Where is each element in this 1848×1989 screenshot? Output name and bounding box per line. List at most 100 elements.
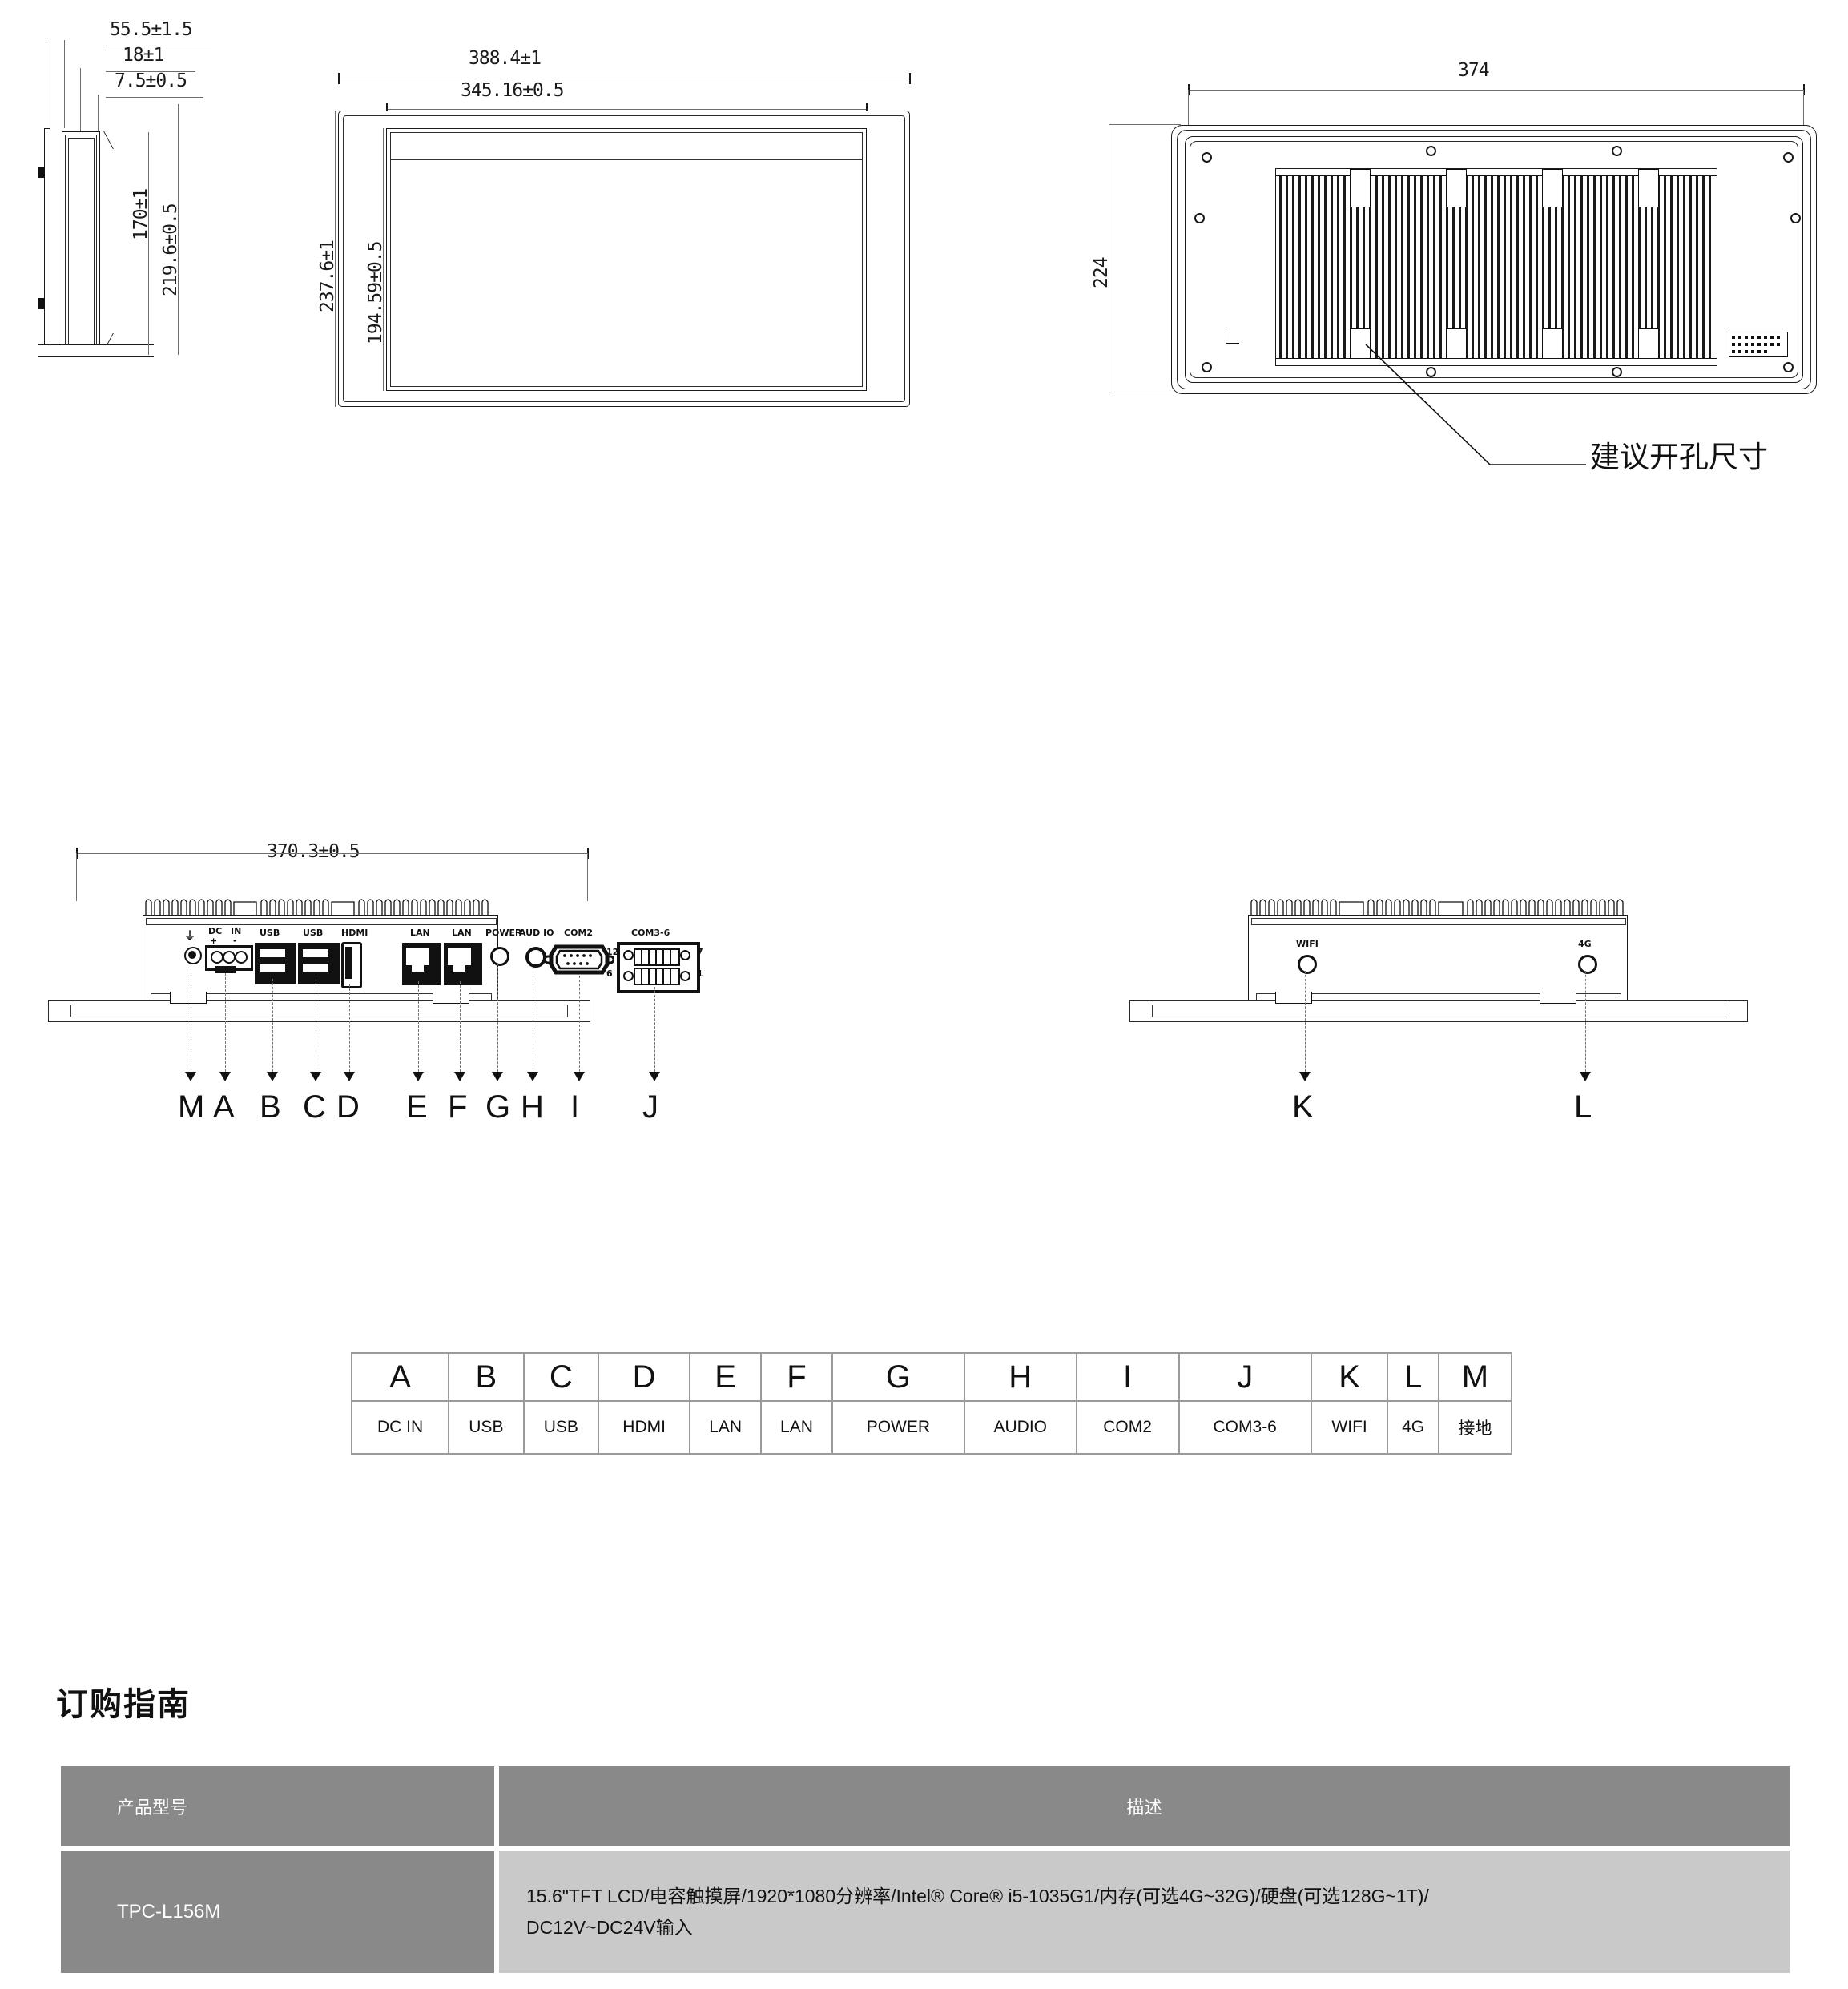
dim-rear-height: 224 (1091, 257, 1112, 288)
rear-witness-l (1188, 90, 1189, 138)
mount-hole-tl (1202, 152, 1212, 163)
arrow-C (310, 1072, 321, 1081)
leader-D (349, 984, 350, 1076)
mount-hole-bm2 (1612, 367, 1622, 377)
port-desc-g: POWER (831, 1400, 965, 1455)
callout-M: M (178, 1089, 205, 1125)
dim-height-cutout: 219.6±0.5 (160, 203, 181, 296)
dim-front-height-outer-line (335, 111, 336, 407)
rear-heatsink-fins (1276, 169, 1717, 365)
arrow-B (267, 1072, 278, 1081)
arrow-H (527, 1072, 538, 1081)
port-desc-b: USB (448, 1400, 525, 1455)
dim-io-width-line (76, 853, 589, 854)
pin-number-6: 6 (606, 968, 613, 979)
port-legend-table-wrap: A B C D E F G H I J K L M DC IN USB USB … (350, 1352, 1513, 1455)
side-base-plate (38, 344, 154, 357)
power-button (490, 947, 509, 966)
arrow-G (492, 1072, 503, 1081)
callout-J: J (642, 1089, 658, 1125)
port-letter-i: I (1075, 1352, 1180, 1402)
rear-view: 374 224 (1073, 48, 1842, 609)
ordering-guide-title: 订购指南 (56, 1687, 191, 1722)
side-body-outline (38, 128, 148, 356)
port-letter-f: F (760, 1352, 833, 1402)
front-view: 388.4±1 345.16±0.5 237.6±1 194.59±0.5 (264, 48, 1009, 577)
dim-front-height-outer: 237.6±1 (317, 240, 338, 312)
dim-depth-bezel: 7.5±0.5 (115, 70, 187, 91)
mount-clip-right (433, 992, 469, 1004)
front-display-inner (390, 132, 863, 387)
rear-annotation-text: 建议开孔尺寸 (1590, 440, 1768, 474)
fourg-antenna-hole (1578, 955, 1597, 974)
port-letter-m: M (1437, 1352, 1513, 1402)
mount-hole-lm (1194, 213, 1205, 223)
callout-G: G (485, 1089, 511, 1125)
silk-wifi: WIFI (1296, 939, 1319, 949)
rear-label-plate (1729, 332, 1788, 357)
heatsink-gap-3 (1542, 169, 1563, 207)
dc-in-tab (215, 966, 236, 973)
arrow-I (574, 1072, 585, 1081)
side-nub-top (38, 167, 45, 178)
dim-front-height-active-line (383, 128, 384, 391)
mount-hole-tm1 (1426, 146, 1436, 156)
dim-depth-bezel-line (106, 97, 203, 98)
arrow-F (454, 1072, 465, 1081)
tick-active-l (386, 103, 388, 115)
header-model: 产品型号 (61, 1766, 494, 1846)
dim-io-width: 370.3±0.5 (267, 841, 360, 862)
witness-b (64, 40, 65, 128)
bottom-io-view: 370.3±0.5 (48, 801, 889, 1170)
silk-4g: 4G (1578, 939, 1592, 949)
silk-com3-6: COM3-6 (631, 928, 670, 938)
port-letter-a: A (350, 1352, 450, 1402)
port-desc-j: COM3-6 (1178, 1400, 1312, 1455)
top-faceplate-top-rail (1251, 918, 1626, 925)
dim-depth-mid-line (106, 71, 195, 72)
dim-height-cutout-line (178, 104, 179, 355)
port-letter-d: D (598, 1352, 691, 1402)
leader-F (460, 981, 461, 1076)
arrow-M (185, 1072, 196, 1081)
lan-port-1 (402, 943, 441, 985)
side-bezel-plate (44, 128, 50, 356)
ordering-guide-header-row: 产品型号 描述 (61, 1766, 1790, 1846)
port-desc-c: USB (522, 1400, 600, 1455)
tick-outer-l (338, 73, 340, 84)
mount-hole-rm (1790, 213, 1801, 223)
heatsink-gap-1 (1350, 169, 1371, 207)
pin-number-7: 7 (697, 947, 703, 957)
cell-model-tpc-l156m: TPC-L156M (61, 1851, 494, 1973)
tick-outer-r (909, 73, 911, 84)
ordering-guide-section: 订购指南 产品型号 描述 TPC-L156M 15.6"TFT LCD/电容触摸… (56, 1678, 1794, 1978)
io-flange-inner-line (70, 1005, 568, 1017)
rear-witness-top (1109, 124, 1181, 125)
top-mount-clip-right (1540, 992, 1576, 1004)
com3-6-connector (617, 942, 700, 993)
dim-rear-width: 374 (1458, 60, 1490, 81)
wifi-antenna-hole (1298, 955, 1317, 974)
dim-depth-total: 55.5±1.5 (110, 19, 193, 40)
port-desc-h: AUDIO (963, 1400, 1077, 1455)
silk-dc: DC (208, 926, 223, 936)
rear-heatsink (1275, 168, 1717, 366)
witness-c (80, 68, 81, 148)
leader-J (654, 987, 655, 1076)
callout-D: D (336, 1089, 360, 1125)
mount-hole-bl (1202, 362, 1212, 372)
silk-usb-2: USB (303, 928, 324, 938)
mount-hole-tr (1783, 152, 1794, 163)
port-letter-c: C (522, 1352, 600, 1402)
port-desc-m: 接地 (1437, 1400, 1513, 1455)
port-letter-k: K (1310, 1352, 1389, 1402)
pin-number-1: 1 (697, 968, 703, 979)
silk-in: IN (231, 926, 242, 936)
port-letter-j: J (1178, 1352, 1312, 1402)
ordering-guide-table: 产品型号 描述 TPC-L156M 15.6"TFT LCD/电容触摸屏/192… (56, 1762, 1794, 1978)
leader-L (1585, 971, 1586, 1076)
silk-usb-1: USB (260, 928, 280, 938)
io-witness-l (76, 853, 77, 901)
lan-port-2 (444, 943, 482, 985)
io-fin-crest (144, 896, 497, 916)
